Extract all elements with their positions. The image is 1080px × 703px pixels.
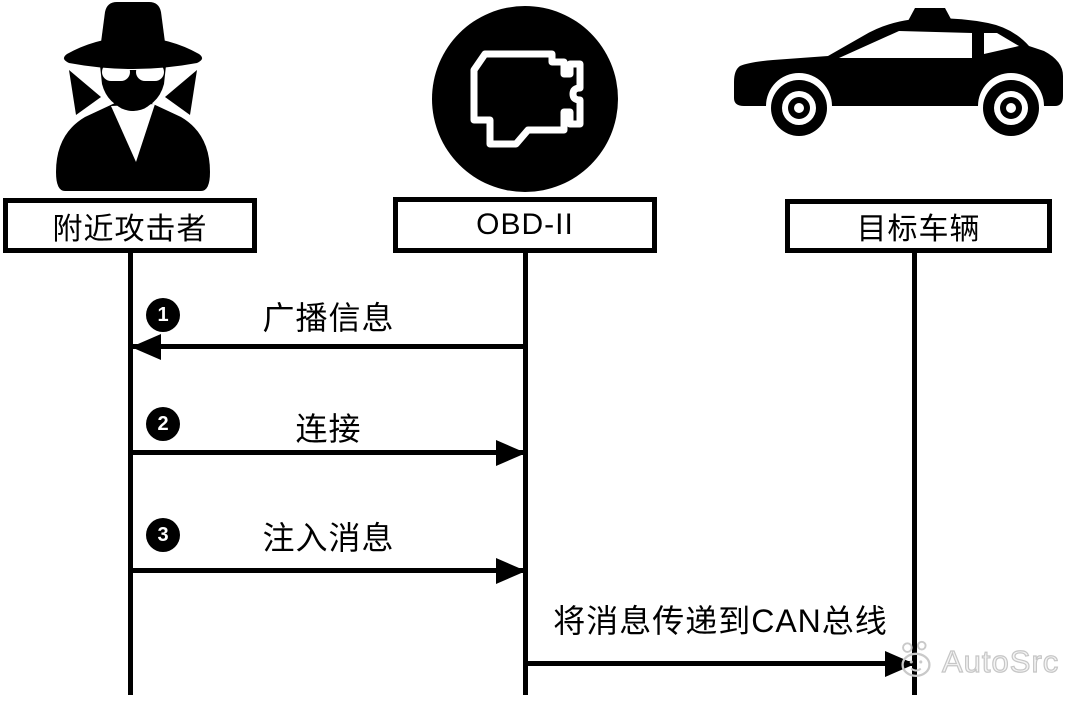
message-1-arrowhead-left-icon — [131, 334, 161, 360]
message-1-arrow-line — [131, 344, 526, 349]
message-2-arrowhead-right-icon — [496, 440, 526, 466]
lifeline-vehicle — [912, 252, 917, 695]
message-3-label: 注入消息 — [262, 520, 395, 556]
message-2-label: 连接 — [295, 411, 362, 447]
actor-box-obd: OBD-II — [393, 197, 657, 253]
engine-icon — [432, 6, 618, 192]
actor-box-attacker: 附近攻击者 — [3, 198, 257, 253]
message-1-number-badge: 1 — [146, 298, 180, 332]
car-icon — [734, 8, 1063, 136]
actor-label-vehicle: 目标车辆 — [856, 213, 981, 246]
actor-box-vehicle: 目标车辆 — [785, 199, 1052, 253]
message-1-label: 广播信息 — [262, 300, 395, 336]
message-3-arrow-line — [131, 568, 526, 573]
spy-icon — [56, 2, 210, 191]
lifeline-obd — [523, 252, 528, 695]
watermark-text: AutoSrc — [941, 643, 1060, 679]
message-2-arrow-line — [131, 450, 526, 455]
message-3-arrowhead-right-icon — [496, 558, 526, 584]
autosrc-logo-icon — [901, 640, 931, 678]
actor-label-attacker: 附近攻击者 — [52, 212, 208, 246]
message-4-arrow-line — [526, 661, 915, 666]
message-2-number-badge: 2 — [146, 407, 180, 441]
message-3-number-badge: 3 — [146, 518, 180, 552]
message-4-label: 将消息传递到CAN总线 — [553, 603, 888, 639]
lifeline-attacker — [128, 252, 133, 695]
actor-label-obd: OBD-II — [476, 208, 574, 241]
